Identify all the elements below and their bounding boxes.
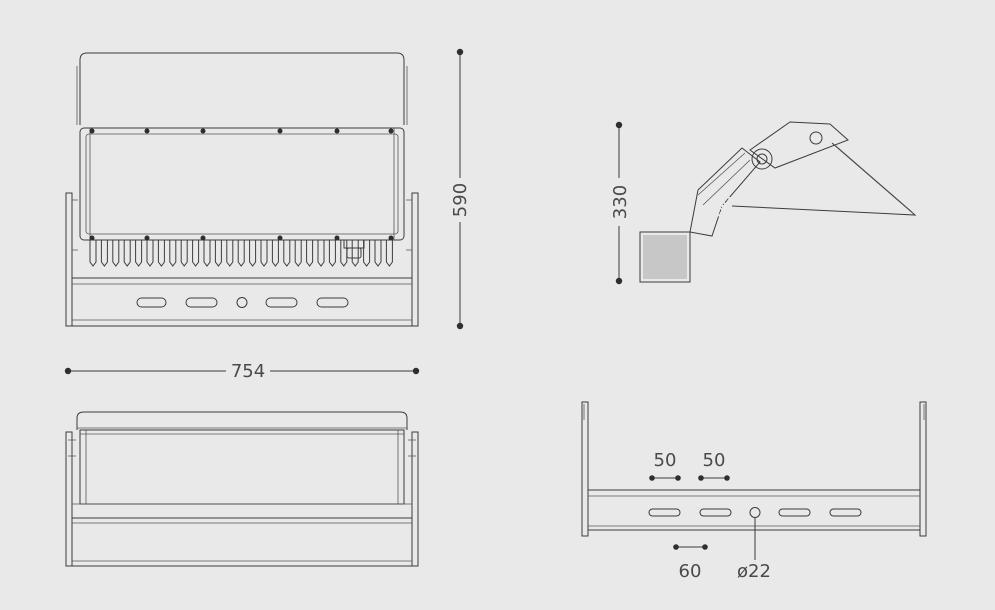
dimension-dot-icon [412,367,420,375]
dimension-label-slot-spacing-left: 50 [654,450,677,471]
cooling-fin [157,240,165,267]
cooling-fin [260,240,268,267]
dimension-label-side-height: 330 [610,185,631,219]
bottom-view [65,411,419,567]
cooling-fin [226,240,234,267]
dimension-front-width: 754 [64,361,420,382]
dimension-label-slot-spacing-right: 50 [703,450,726,471]
bracket-slots [648,507,862,518]
dimension-label-hole-diameter: ø22 [737,561,771,582]
dimension-dot-icon [615,277,623,285]
dimension-slot-length: 60 [673,544,708,582]
dimension-slot-spacing-left: 50 [649,450,681,481]
cooling-fins [89,240,393,267]
dimension-dot-icon [456,322,464,330]
cooling-fin [89,240,97,267]
cooling-fin [328,240,336,267]
side-view: iGuzzini iewa [639,121,917,283]
dimension-slot-spacing-right: 50 [698,450,730,481]
dimension-label-front-width: 754 [231,361,265,382]
cooling-fin [249,240,257,267]
dimension-hole-diameter: ø22 [737,518,771,582]
dimension-label-front-height: 590 [450,183,471,217]
cooling-fin [283,240,291,267]
cooling-fin [351,240,359,267]
cooling-fin [306,240,314,267]
cooling-fin [214,240,222,267]
cooling-fin [237,240,245,267]
cooling-fin [192,240,200,267]
cooling-fin [180,240,188,267]
bracket-view [581,401,927,537]
dimension-dot-icon [615,121,623,129]
cable-gland-icon [343,239,365,259]
cooling-fin [363,240,371,267]
cooling-fin [169,240,177,267]
cooling-fin [374,240,382,267]
mounting-slots [136,297,349,308]
front-view [65,52,419,327]
screw-row-bottom [89,235,394,241]
dimension-dot-icon [456,48,464,56]
cooling-fin [123,240,131,267]
screw-row-top [89,128,394,134]
cooling-fin [135,240,143,267]
cooling-fin [203,240,211,267]
dimension-dot-icon [64,367,72,375]
cooling-fin [146,240,154,267]
cooling-fin [112,240,120,267]
cooling-fin [385,240,393,267]
cooling-fin [317,240,325,267]
cooling-fin [271,240,279,267]
dimension-front-height: 590 [450,48,471,330]
brand-logo: iGuzzini [712,227,713,228]
cooling-fin [294,240,302,267]
dimension-label-slot-length: 60 [679,561,702,582]
dimension-side-height: 330 [610,121,631,285]
cooling-fin [100,240,108,267]
